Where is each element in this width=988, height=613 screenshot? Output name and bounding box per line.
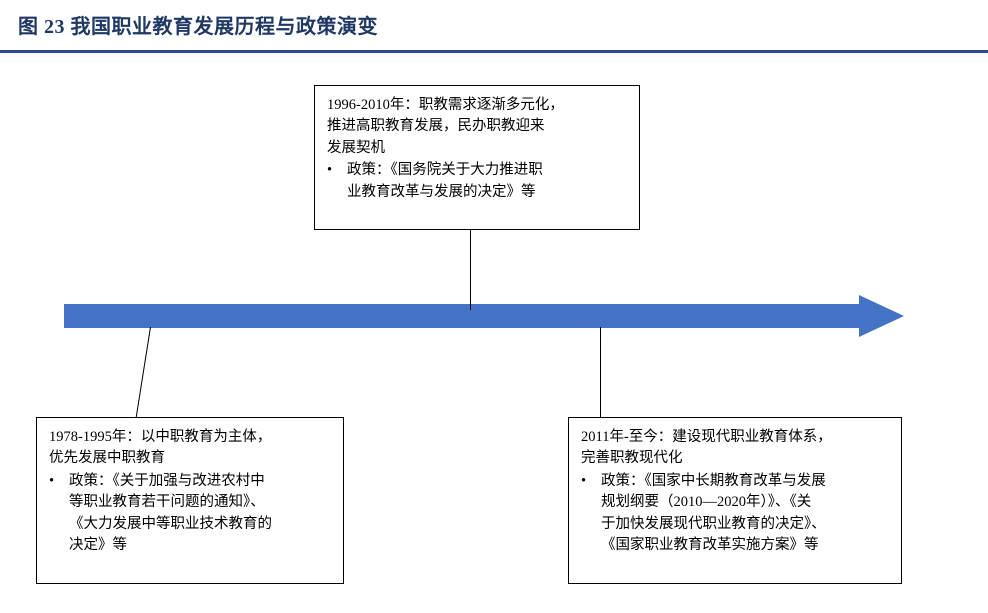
timeline-arrow-shaft bbox=[64, 304, 864, 328]
header-divider bbox=[0, 50, 988, 53]
callout-top-bullet-text: 政策：《国务院关于大力推进职 业教育改革与发展的决定》等 bbox=[347, 162, 543, 200]
callout-box-1978-1995: 1978-1995年：以中职教育为主体， 优先发展中职教育 • 政策：《关于加强… bbox=[36, 417, 344, 584]
figure-header: 图 23 我国职业教育发展历程与政策演变 bbox=[0, 0, 988, 53]
callout-left-bullet: • 政策：《关于加强与改进农村中 等职业教育若干问题的通知》、 《大力发展中等职… bbox=[49, 471, 333, 557]
page-title: 图 23 我国职业教育发展历程与政策演变 bbox=[18, 16, 378, 38]
connector-line-left bbox=[135, 326, 151, 418]
timeline-arrow-head bbox=[859, 295, 904, 337]
callout-right-heading: 2011年-至今：建设现代职业教育体系， 完善职教现代化 bbox=[581, 429, 832, 467]
callout-right-bullet-text: 政策：《国家中长期教育改革与发展 规划纲要（2010—2020年）》、《关 于加… bbox=[601, 472, 826, 554]
connector-line-right bbox=[600, 327, 601, 419]
callout-box-1996-2010: 1996-2010年：职教需求逐渐多元化， 推进高职教育发展，民办职教迎来 发展… bbox=[314, 85, 640, 230]
bullet-dot-icon: • bbox=[327, 162, 333, 179]
callout-right-bullet: • 政策：《国家中长期教育改革与发展 规划纲要（2010—2020年）》、《关 … bbox=[581, 471, 891, 557]
bullet-dot-icon: • bbox=[581, 472, 587, 489]
callout-left-heading: 1978-1995年：以中职教育为主体， 优先发展中职教育 bbox=[49, 429, 272, 467]
connector-line-top bbox=[470, 230, 471, 310]
bullet-dot-icon: • bbox=[49, 472, 55, 489]
callout-left-bullet-text: 政策：《关于加强与改进农村中 等职业教育若干问题的通知》、 《大力发展中等职业技… bbox=[69, 472, 272, 554]
callout-top-heading: 1996-2010年：职教需求逐渐多元化， 推进高职教育发展，民办职教迎来 发展… bbox=[327, 97, 564, 156]
callout-top-bullet: • 政策：《国务院关于大力推进职 业教育改革与发展的决定》等 bbox=[327, 160, 629, 203]
timeline-arrow bbox=[64, 295, 904, 337]
callout-box-2011-present: 2011年-至今：建设现代职业教育体系， 完善职教现代化 • 政策：《国家中长期… bbox=[568, 417, 902, 584]
